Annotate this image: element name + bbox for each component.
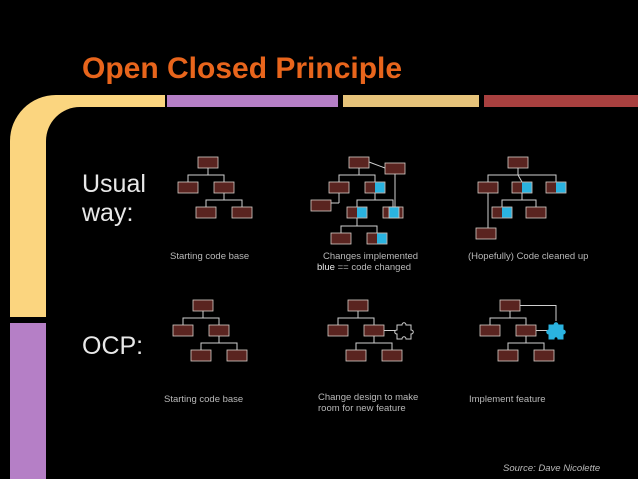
connector-line <box>187 168 209 182</box>
slide-title: Open Closed Principle <box>82 52 403 85</box>
class-box <box>208 324 230 337</box>
connector-line <box>517 174 523 183</box>
class-box <box>479 324 501 337</box>
class-box <box>348 156 370 169</box>
changed-marker <box>556 182 566 193</box>
class-box <box>231 206 253 219</box>
puzzle-shape <box>394 322 414 340</box>
caption-usual-cleaned: (Hopefully) Code cleaned up <box>468 251 589 262</box>
class-box <box>477 181 499 194</box>
changed-marker <box>377 233 387 244</box>
connector-line <box>518 174 557 182</box>
row-label-usual-line1: Usual <box>82 170 146 198</box>
diagram-usual-cleaned <box>475 156 567 240</box>
connector-line <box>357 225 378 233</box>
connector-line <box>338 168 360 182</box>
connector-line <box>374 342 393 350</box>
class-box <box>310 199 332 212</box>
class-box <box>384 162 406 175</box>
connector-line <box>208 174 225 182</box>
row-label-usual-line2: way: <box>82 199 134 227</box>
class-box <box>328 181 350 194</box>
class-box <box>515 324 537 337</box>
accent-bar-tan <box>343 95 479 107</box>
connector-line <box>205 193 225 207</box>
connector-line <box>489 311 511 325</box>
caption-usual-changes-line2: blue == code changed <box>317 262 418 273</box>
diagram-ocp-design <box>327 299 414 362</box>
diagram-usual-starting <box>177 156 253 219</box>
changed-marker <box>388 206 400 219</box>
connector-line <box>507 336 527 350</box>
row-label-ocp: OCP: <box>82 332 144 360</box>
connector-line <box>487 168 519 182</box>
connector-line <box>182 311 204 325</box>
connector-line <box>526 342 545 350</box>
class-box <box>213 181 235 194</box>
connector-line <box>358 317 375 325</box>
class-box <box>195 206 217 219</box>
class-box <box>525 206 547 219</box>
connector-line <box>520 305 557 321</box>
connector-line <box>355 336 375 350</box>
connector-line <box>368 161 386 169</box>
class-box <box>475 227 497 240</box>
class-box <box>507 156 529 169</box>
class-box <box>533 349 555 362</box>
connector-line <box>522 199 537 207</box>
class-box <box>363 324 385 337</box>
caption-ocp-design: Change design to make room for new featu… <box>318 392 418 414</box>
caption-ocp-design-line2: room for new feature <box>318 403 406 414</box>
class-box <box>190 349 212 362</box>
changed-marker <box>502 207 512 218</box>
diagram-usual-changes <box>310 156 406 245</box>
class-box <box>499 299 521 312</box>
caption-usual-changes: Changes implemented blue == code changed <box>317 251 418 273</box>
class-box <box>330 232 352 245</box>
decorative-frame-purple <box>10 323 46 479</box>
connector-line <box>203 317 220 325</box>
class-box <box>497 349 519 362</box>
caption-blue-word: blue <box>317 262 335 273</box>
diagram-ocp-implement <box>479 299 566 362</box>
accent-bar-red <box>484 95 638 107</box>
class-box <box>381 349 403 362</box>
connector-line <box>219 342 238 350</box>
connector-line <box>337 311 359 325</box>
accent-bar-purple <box>167 95 338 107</box>
source-credit: Source: Dave Nicolette <box>503 463 601 474</box>
caption-ocp-starting: Starting code base <box>164 394 244 405</box>
caption-usual-starting: Starting code base <box>170 251 250 262</box>
row-label-usual: Usual way: <box>82 170 146 228</box>
class-box <box>226 349 248 362</box>
connector-line <box>375 199 394 207</box>
class-box <box>197 156 219 169</box>
class-box <box>327 324 349 337</box>
changed-marker <box>522 182 532 193</box>
connector-line <box>224 199 243 207</box>
diagram-ocp-starting <box>172 299 248 362</box>
caption-ocp-design-line1: Change design to make <box>318 392 419 403</box>
caption-changed-rest: == code changed <box>334 262 412 273</box>
class-box <box>172 324 194 337</box>
puzzle-piece-icon <box>546 322 566 340</box>
connector-line <box>340 218 358 233</box>
class-box <box>345 349 367 362</box>
connector-line <box>359 174 376 182</box>
connector-line <box>200 336 220 350</box>
connector-line <box>510 317 527 325</box>
connector-line <box>356 193 376 207</box>
changed-marker <box>357 207 367 218</box>
connector-line <box>501 193 523 207</box>
class-box <box>192 299 214 312</box>
caption-ocp-implement: Implement feature <box>469 394 546 405</box>
class-box <box>347 299 369 312</box>
decorative-frame-inner <box>46 107 176 327</box>
puzzle-piece-outline-icon <box>394 322 414 340</box>
puzzle-shape <box>546 322 566 340</box>
caption-usual-changes-line1: Changes implemented <box>323 251 419 262</box>
class-box <box>177 181 199 194</box>
changed-marker <box>375 182 385 193</box>
